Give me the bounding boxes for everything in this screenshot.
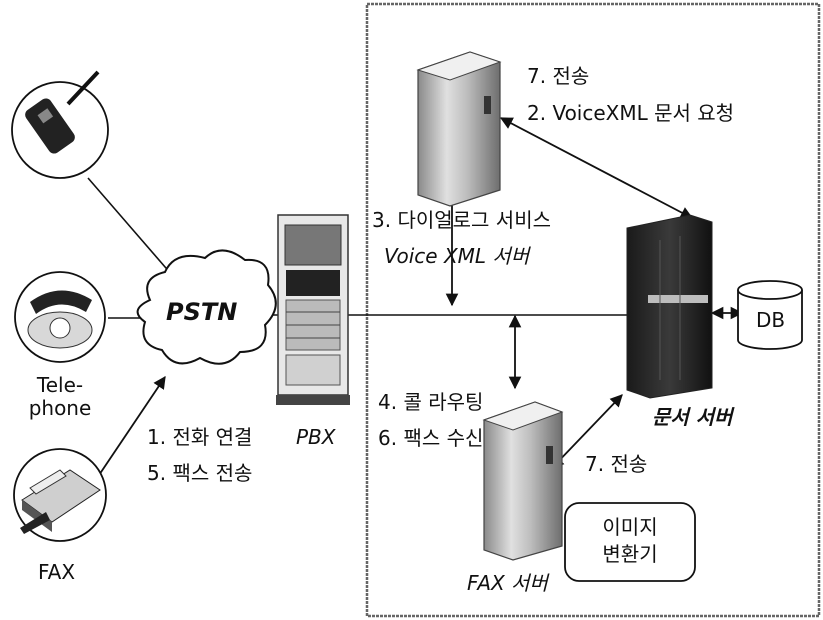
arrow-voicexml-docserver <box>501 118 692 218</box>
fax-label: FAX <box>38 562 75 582</box>
step-1-label: 1. 전화 연결 <box>147 427 252 447</box>
fax-machine-icon <box>14 449 106 541</box>
document-server-label: 문서 서버 <box>652 407 733 427</box>
step-7-bottom-label: 7. 전송 <box>585 454 647 474</box>
pbx-cabinet-icon <box>276 215 350 405</box>
mobile-phone-icon <box>12 72 108 178</box>
voicexml-server-label: Voice XML 서버 <box>384 246 529 266</box>
telephone-icon <box>15 272 105 362</box>
telephone-label: Tele- phone <box>18 374 102 420</box>
pbx-label: PBX <box>296 427 335 447</box>
step-7-top-label: 7. 전송 <box>527 66 589 86</box>
db-label: DB <box>756 310 785 330</box>
voicexml-server-tower-icon <box>418 52 500 206</box>
step-5-label: 5. 팩스 전송 <box>147 463 252 483</box>
step-6-label: 6. 팩스 수신 <box>378 428 483 448</box>
step-4-label: 4. 콜 라우팅 <box>378 392 483 412</box>
fax-server-tower-icon <box>484 402 562 560</box>
pstn-label: PSTN <box>166 300 237 324</box>
step-2-label: 2. VoiceXML 문서 요청 <box>527 103 734 123</box>
fax-server-label: FAX 서버 <box>467 573 548 593</box>
step-3-label: 3. 다이얼로그 서비스 <box>372 210 551 230</box>
image-converter-label: 이미지 변환기 <box>565 514 695 568</box>
document-server-rack-icon <box>627 215 712 398</box>
